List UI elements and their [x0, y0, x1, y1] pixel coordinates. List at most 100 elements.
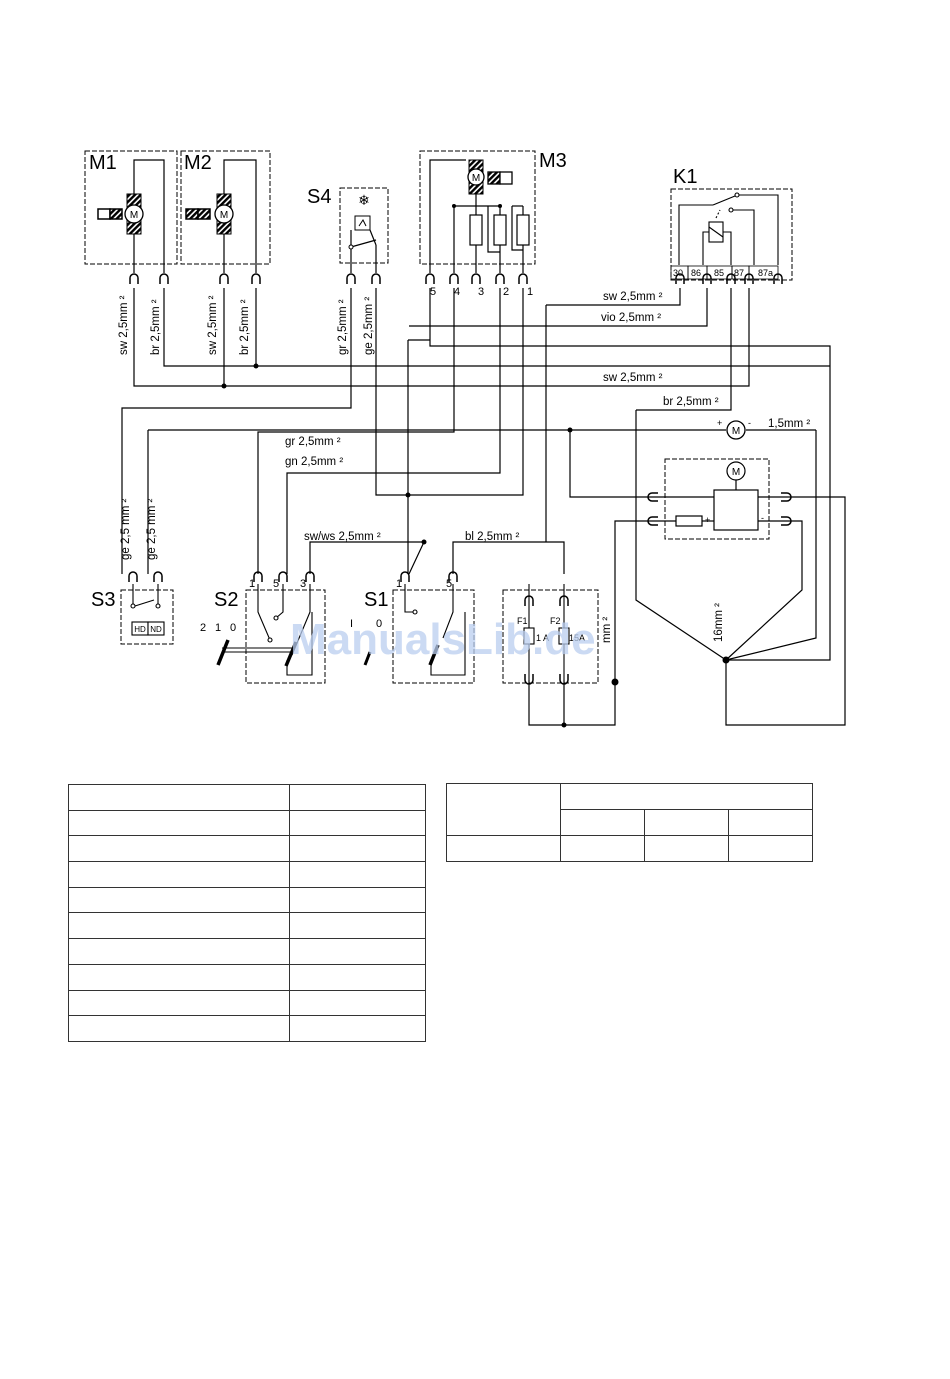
s4-thermostat-icon: ❄ — [348, 192, 377, 273]
label-s1: S1 — [364, 589, 388, 611]
wire-label-mm-fuse: mm ² — [601, 617, 613, 643]
m3-pin-2: 2 — [503, 286, 509, 298]
label-s4: S4 — [307, 186, 331, 208]
fuse-box — [502, 589, 599, 684]
s2-lever-handle — [284, 641, 298, 667]
label-m1: M1 — [89, 152, 117, 174]
wire-label-m2-br: br 2,5mm ² — [239, 299, 251, 355]
label-s3: S3 — [91, 589, 115, 611]
s3-pressure-switch-icon — [130, 584, 165, 636]
svg-text:M: M — [472, 173, 480, 184]
watermark: ManualsLib.de — [290, 615, 596, 664]
fan-box — [664, 458, 770, 540]
m1-motor-icon: M — [97, 159, 165, 273]
table-row — [68, 912, 426, 940]
wire-label-m1-sw: sw 2,5mm ² — [118, 295, 130, 355]
table-row — [68, 989, 426, 1017]
k1-pin-30: 30 — [673, 268, 683, 278]
s2-pin-1: 1 — [249, 578, 255, 590]
svg-text:-: - — [748, 418, 751, 428]
svg-text:M: M — [732, 467, 740, 478]
k1-pin-86: 86 — [691, 268, 701, 278]
svg-text:HD: HD — [134, 625, 146, 634]
fuse-f1-rating: 1 A — [536, 633, 549, 643]
svg-text:+: + — [705, 515, 710, 525]
wire-label-s3-ge2: ge 2,5 mm ² — [146, 498, 158, 560]
svg-text:ND: ND — [150, 625, 162, 634]
s1-lever-handle — [428, 644, 440, 666]
m1-box — [84, 150, 178, 265]
label-s2: S2 — [214, 589, 238, 611]
fuse-holder-icon — [523, 584, 570, 680]
table-row — [68, 1015, 426, 1042]
legend-table-right — [446, 783, 813, 862]
m3-pin-3: 3 — [478, 286, 484, 298]
wire-label-s4-ge: ge 2,5mm ² — [363, 297, 375, 355]
m3-box — [419, 150, 536, 265]
wire-label-k1-vio: vio 2,5mm ² — [601, 312, 661, 324]
s2-pos-0: 0 — [230, 622, 236, 634]
s1-pos-0: 0 — [376, 618, 382, 630]
m3-pin-4: 4 — [454, 286, 460, 298]
table-row — [68, 963, 426, 991]
m2-box — [180, 150, 271, 265]
wire-label-s3-ge1: ge 2,5 mm ² — [120, 498, 132, 560]
s1-lever — [363, 651, 372, 666]
m3-pin-1: 1 — [527, 286, 533, 298]
svg-text:M: M — [732, 426, 740, 437]
label-m2: M2 — [184, 152, 212, 174]
s2-pin-3: 3 — [300, 578, 306, 590]
wire-label-k1-sw: sw 2,5mm ² — [603, 291, 663, 303]
wire-label-gr-mid: gr 2,5mm ² — [285, 436, 341, 448]
s2-box — [245, 589, 326, 684]
k1-pin-87: 87 — [734, 268, 744, 278]
svg-text:M: M — [220, 210, 228, 221]
table-row — [68, 784, 426, 811]
fuse-f2-rating: 15A — [569, 633, 585, 643]
wires — [121, 288, 846, 726]
wire-label-16mm: 16mm ² — [713, 603, 725, 642]
wire-label-swws: sw/ws 2,5mm ² — [304, 531, 381, 543]
wire-label-fan: 1,5mm ² — [768, 418, 810, 430]
s2-lever — [216, 639, 230, 666]
s3-box — [120, 589, 174, 645]
s1-pin-1: 1 — [396, 578, 402, 590]
wire-label-m1-br: br 2,5mm ² — [150, 299, 162, 355]
wire-label-br-right: br 2,5mm ² — [663, 396, 719, 408]
s2-pos-2: 2 — [200, 622, 206, 634]
label-k1: K1 — [673, 166, 697, 188]
k1-box — [670, 188, 793, 281]
table-row — [446, 835, 813, 862]
m3-pin-5: 5 — [430, 286, 436, 298]
wire-label-gn-mid: gn 2,5mm ² — [285, 456, 343, 468]
wire-label-s4-gr: gr 2,5mm ² — [337, 299, 349, 355]
table-row — [68, 809, 426, 837]
s1-pos-1: I — [350, 618, 353, 630]
svg-text:-: - — [761, 513, 764, 523]
wire-label-bl: bl 2,5mm ² — [465, 531, 519, 543]
svg-text:+: + — [717, 418, 722, 428]
svg-text:M: M — [130, 210, 138, 221]
s2-pos-1: 1 — [215, 622, 221, 634]
k1-pin-boxes — [670, 265, 779, 280]
m3-motor-icon: M — [429, 159, 530, 273]
svg-text:❄: ❄ — [358, 192, 370, 208]
table-row — [68, 938, 426, 965]
legend-table-left — [68, 784, 426, 1042]
k1-pin-87a: 87a — [758, 268, 773, 278]
s1-switch-icon — [404, 584, 466, 676]
m2-motor-icon: M — [185, 159, 257, 273]
s2-pin-5: 5 — [273, 578, 279, 590]
table-row — [68, 861, 426, 888]
table-row — [68, 835, 426, 863]
label-m3: M3 — [539, 150, 567, 172]
wire-label-main-sw: sw 2,5mm ² — [603, 372, 663, 384]
s2-switch-icon — [222, 584, 313, 676]
fuse-f2-label: F2 — [550, 616, 561, 626]
table-row — [68, 886, 426, 914]
wiring-diagram: M M ❄ M — [84, 150, 846, 728]
k1-relay-icon — [678, 192, 779, 265]
wire-label-m2-sw: sw 2,5mm ² — [207, 295, 219, 355]
s4-box — [339, 187, 389, 264]
table-row — [446, 783, 813, 836]
